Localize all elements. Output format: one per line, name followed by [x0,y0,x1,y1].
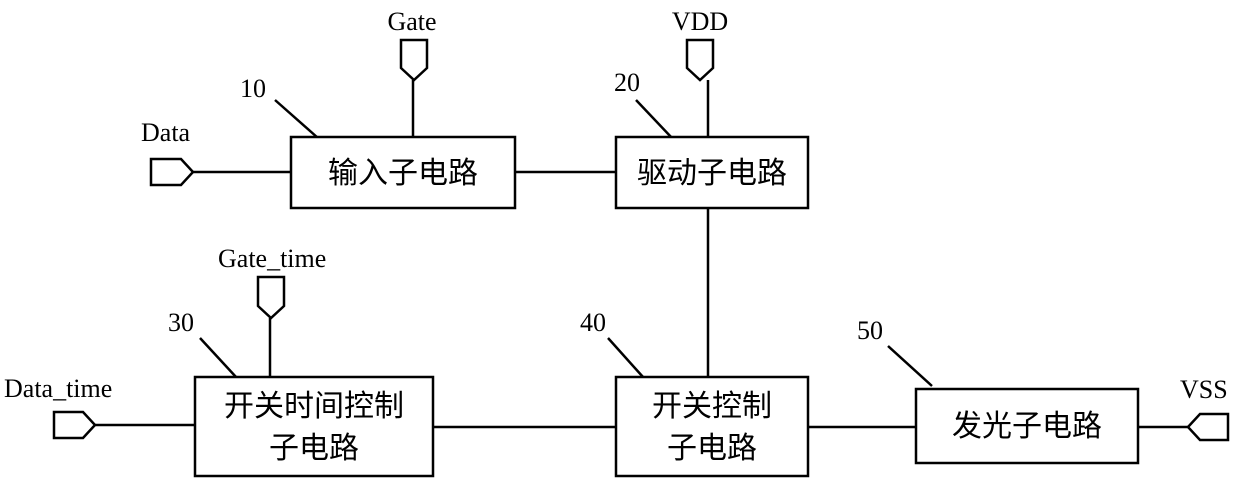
signal-vdd-label: VDD [672,7,728,36]
ref-10: 10 [240,74,266,103]
pin-data-icon [151,159,193,185]
leader-30 [200,338,236,377]
block-drive-label: 驱动子电路 [637,157,787,190]
pin-vdd-icon [687,40,713,80]
block-input-label: 输入子电路 [328,157,478,190]
leader-40 [608,338,643,377]
pin-gate-time-icon [258,277,284,318]
ref-20: 20 [614,68,640,97]
signal-gate-time-label: Gate_time [218,244,326,273]
signal-gate-label: Gate [387,7,436,36]
leader-20 [636,100,672,138]
block-switch-time-label-2: 子电路 [269,432,359,465]
block-switch-time-label-1: 开关时间控制 [224,390,404,423]
block-switch-ctrl-label-1: 开关控制 [652,390,772,423]
ref-50: 50 [857,316,883,345]
signal-data-label: Data [141,118,191,147]
signal-data-time-label: Data_time [4,374,112,403]
block-emit-label: 发光子电路 [952,410,1102,443]
block-switch-ctrl-label-2: 子电路 [667,432,757,465]
signal-vss-label: VSS [1180,375,1228,404]
pin-vss-icon [1188,414,1228,440]
leader-10 [275,100,318,138]
ref-40: 40 [580,308,606,337]
leader-50 [888,346,932,386]
pin-gate-icon [401,40,427,80]
pin-data-time-icon [54,412,95,438]
ref-30: 30 [168,308,194,337]
